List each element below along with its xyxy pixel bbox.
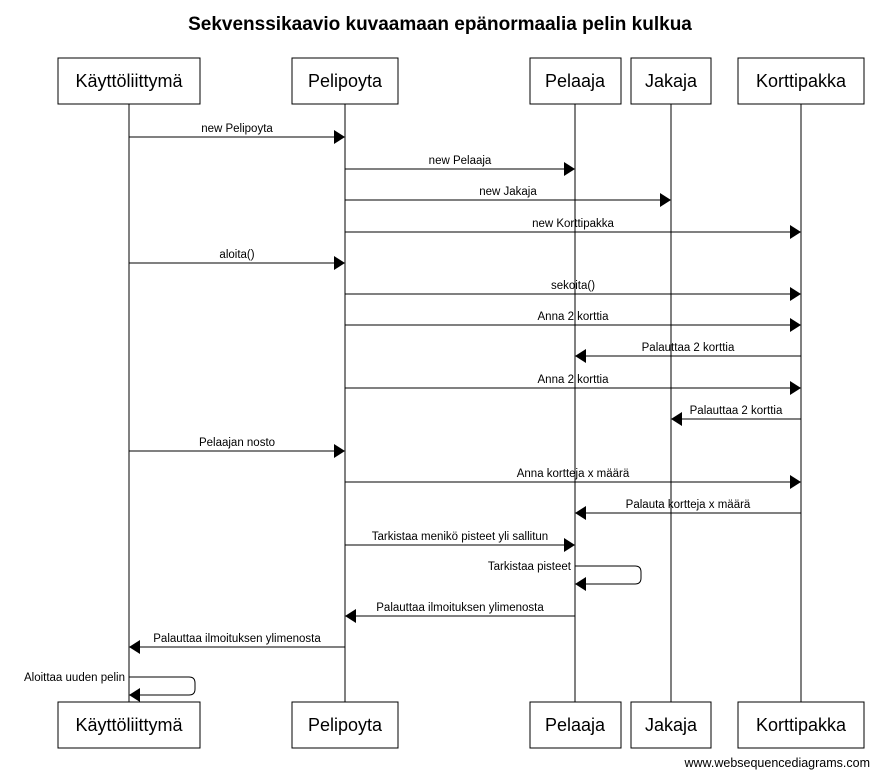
actor-label: Pelaaja <box>545 715 606 735</box>
actor-box-kayttoliittyma-top: Käyttöliittymä <box>57 57 201 105</box>
lifelines <box>128 104 802 702</box>
message-arrowhead <box>345 609 356 623</box>
message-arrowhead <box>575 506 586 520</box>
message-label: Palauta kortteja x määrä <box>626 499 751 511</box>
footer-credit: www.websequencediagrams.com <box>683 756 870 770</box>
actor-box-pelipoyta-bottom: Pelipoyta <box>291 701 399 749</box>
actor-label: Käyttöliittymä <box>75 71 183 91</box>
message-label: Palauttaa 2 korttia <box>690 405 783 417</box>
message-label: new Korttipakka <box>532 218 614 230</box>
actor-rect <box>737 701 865 749</box>
message-arrowhead <box>564 538 575 552</box>
message-arrowhead <box>129 640 140 654</box>
message-arrowhead <box>671 412 682 426</box>
actor-rect <box>737 57 865 105</box>
message-13: Tarkistaa menikö pisteet yli sallitun <box>345 531 575 552</box>
message-3: new Korttipakka <box>345 218 801 239</box>
message-10: Pelaajan nosto <box>129 437 345 458</box>
message-label: Palauttaa ilmoituksen ylimenosta <box>376 602 544 614</box>
message-line <box>575 565 642 585</box>
message-label: Anna kortteja x määrä <box>517 468 630 480</box>
message-label: Tarkistaa pisteet <box>488 561 572 573</box>
message-label: new Pelaaja <box>429 155 492 167</box>
message-6: Anna 2 korttia <box>345 311 801 332</box>
message-label: new Jakaja <box>479 186 537 198</box>
actor-rect <box>57 57 201 105</box>
message-arrowhead <box>790 381 801 395</box>
actor-label: Käyttöliittymä <box>75 715 183 735</box>
message-line <box>129 676 196 696</box>
message-arrowhead <box>790 225 801 239</box>
message-arrowhead <box>129 688 140 702</box>
message-arrowhead <box>334 444 345 458</box>
actor-box-jakaja-top: Jakaja <box>630 57 712 105</box>
message-8: Anna 2 korttia <box>345 374 801 395</box>
message-11: Anna kortteja x määrä <box>345 468 801 489</box>
message-label: sekoita() <box>551 280 595 292</box>
actor-rect <box>529 701 622 749</box>
actor-rect <box>291 57 399 105</box>
actor-box-kayttoliittyma-bottom: Käyttöliittymä <box>57 701 201 749</box>
message-arrowhead <box>790 475 801 489</box>
message-arrowhead <box>575 577 586 591</box>
message-label: Anna 2 korttia <box>538 311 610 323</box>
message-0: new Pelipoyta <box>129 123 345 144</box>
actor-rect <box>630 701 712 749</box>
message-arrowhead <box>790 287 801 301</box>
message-arrowhead <box>575 349 586 363</box>
message-17: Aloittaa uuden pelin <box>24 672 196 702</box>
message-5: sekoita() <box>345 280 801 301</box>
actor-box-pelipoyta-top: Pelipoyta <box>291 57 399 105</box>
message-16: Palauttaa ilmoituksen ylimenosta <box>129 633 345 654</box>
message-label: aloita() <box>219 249 254 261</box>
actor-label: Korttipakka <box>756 715 847 735</box>
diagram-title: Sekvenssikaavio kuvaamaan epänormaalia p… <box>188 14 692 35</box>
actor-label: Pelaaja <box>545 71 606 91</box>
message-label: Palauttaa ilmoituksen ylimenosta <box>153 633 321 645</box>
message-15: Palauttaa ilmoituksen ylimenosta <box>345 602 575 623</box>
message-arrowhead <box>334 256 345 270</box>
messages: new Pelipoyta new Pelaaja new Jakaja new Ko… <box>24 123 801 702</box>
message-14: Tarkistaa pisteet <box>488 561 642 591</box>
message-label: Pelaajan nosto <box>199 437 275 449</box>
actor-label: Pelipoyta <box>308 71 383 91</box>
actor-label: Jakaja <box>645 71 698 91</box>
message-label: Tarkistaa menikö pisteet yli sallitun <box>372 531 548 543</box>
actor-label: Korttipakka <box>756 71 847 91</box>
message-label: new Pelipoyta <box>201 123 273 135</box>
message-label: Aloittaa uuden pelin <box>24 672 125 684</box>
message-arrowhead <box>660 193 671 207</box>
message-arrowhead <box>564 162 575 176</box>
message-2: new Jakaja <box>345 186 671 207</box>
message-9: Palauttaa 2 korttia <box>671 405 801 426</box>
actor-rect <box>529 57 622 105</box>
actors-bottom: Käyttöliittymä Pelipoyta Pelaaja Jakaja Kort… <box>57 701 865 749</box>
actor-label: Jakaja <box>645 715 698 735</box>
actor-box-pelaaja-top: Pelaaja <box>529 57 622 105</box>
actor-label: Pelipoyta <box>308 715 383 735</box>
actors-top: Käyttöliittymä Pelipoyta Pelaaja Jakaja Kort… <box>57 57 865 105</box>
actor-rect <box>630 57 712 105</box>
actor-rect <box>291 701 399 749</box>
actor-box-jakaja-bottom: Jakaja <box>630 701 712 749</box>
message-7: Palauttaa 2 korttia <box>575 342 801 363</box>
actor-box-pelaaja-bottom: Pelaaja <box>529 701 622 749</box>
message-arrowhead <box>790 318 801 332</box>
message-12: Palauta kortteja x määrä <box>575 499 801 520</box>
message-label: Anna 2 korttia <box>538 374 610 386</box>
message-label: Palauttaa 2 korttia <box>642 342 735 354</box>
actor-rect <box>57 701 201 749</box>
actor-box-korttipakka-top: Korttipakka <box>737 57 865 105</box>
message-1: new Pelaaja <box>345 155 575 176</box>
actor-box-korttipakka-bottom: Korttipakka <box>737 701 865 749</box>
message-arrowhead <box>334 130 345 144</box>
message-4: aloita() <box>129 249 345 270</box>
